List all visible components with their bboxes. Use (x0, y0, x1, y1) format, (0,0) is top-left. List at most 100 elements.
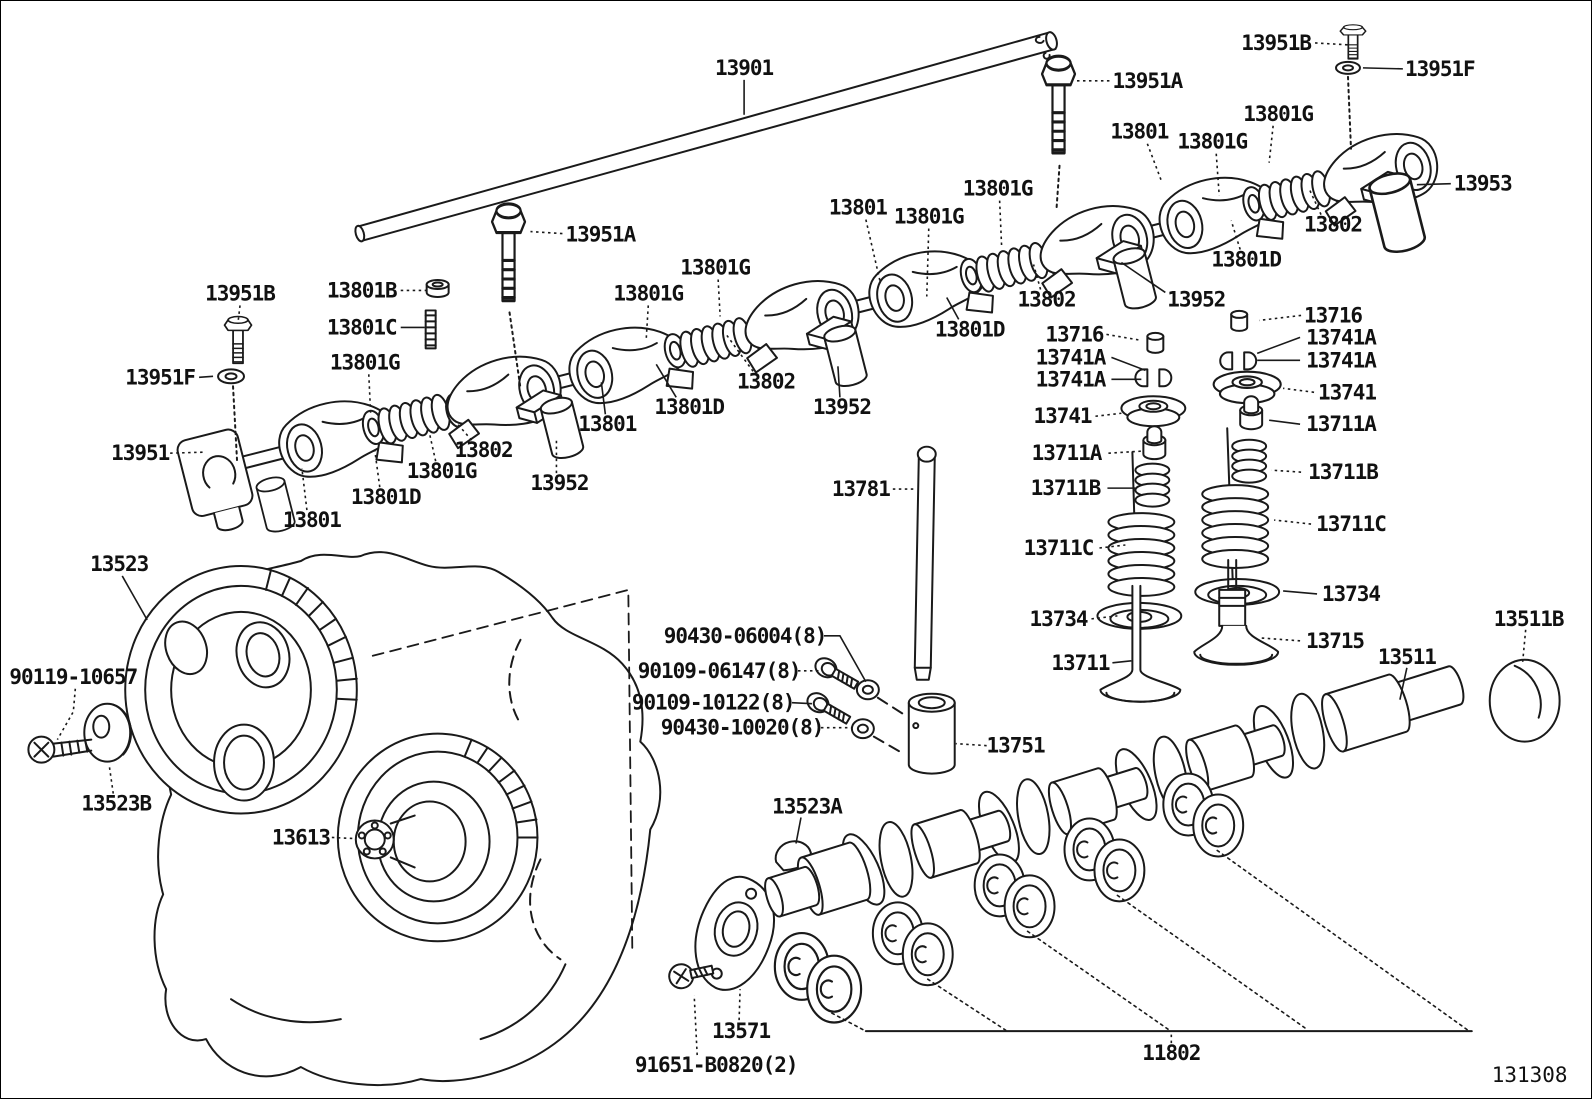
rocker-arm-assembly (174, 122, 1448, 539)
part-label: 13951 (111, 441, 169, 465)
part-label: 13511 (1378, 645, 1436, 669)
leader-line (955, 742, 987, 747)
leader-line (108, 765, 115, 794)
part-label: 13802 (1304, 213, 1362, 237)
timing-gear-13523 (124, 564, 358, 815)
leader-line (530, 230, 563, 235)
leader-line (1308, 188, 1322, 215)
part-label: 13801D (351, 485, 421, 509)
part-label: 13741A (1036, 345, 1107, 369)
leader-line (655, 363, 677, 398)
leader-line (1108, 450, 1142, 454)
leader-line (367, 374, 372, 417)
part-label: 13741A (1306, 325, 1377, 349)
valve-stack-left (1096, 331, 1187, 703)
part-label: 13951B (205, 281, 275, 305)
leader-line (428, 434, 437, 462)
part-label: 13951A (566, 223, 637, 247)
leader-line (1112, 660, 1132, 664)
leader-line (1230, 220, 1241, 250)
bolt-90119-10657 (27, 735, 93, 764)
part-label: 13801 (578, 412, 636, 436)
leader-line (1120, 261, 1166, 294)
part-label: 13711A (1032, 441, 1103, 465)
leader-line (1259, 314, 1302, 322)
part-label: 13801D (654, 395, 724, 419)
part-label: 13523 (90, 552, 148, 576)
cam-end-plug-13511B (1488, 658, 1561, 743)
part-label: 13734 (1322, 582, 1380, 606)
part-label: 13952 (530, 471, 588, 495)
leader-line (1106, 333, 1142, 342)
part-label: 13523B (81, 792, 151, 816)
part-label: 90109-10122(8) (632, 691, 795, 715)
push-rod-13781 (913, 445, 937, 681)
bolt-91651-B0820 (668, 963, 715, 990)
leader-line (1399, 667, 1408, 700)
part-label: 13801G (1243, 102, 1313, 126)
part-label: 13801D (1211, 248, 1281, 272)
leader-line (1268, 125, 1274, 163)
rocker-shaft-rod-13901 (354, 31, 1058, 243)
leader-line (56, 688, 77, 741)
part-label: 13801G (1177, 130, 1247, 154)
part-label: 13734 (1029, 607, 1087, 631)
part-label: 13801G (613, 281, 683, 305)
valve-stack-right (1193, 309, 1282, 666)
leader-line (1215, 153, 1221, 196)
leader-line (693, 995, 698, 1056)
leader-line (452, 417, 473, 441)
leader-line (1256, 336, 1301, 355)
washer-13951F-top (1335, 60, 1361, 75)
part-label: 13801G (330, 350, 400, 374)
leader-line (1111, 356, 1146, 372)
leader-line (1271, 469, 1302, 473)
part-label: 13801C (327, 315, 397, 339)
part-label: 13716 (1304, 303, 1362, 327)
shaft-bolts-group (217, 23, 1367, 462)
part-label: 13953 (1454, 172, 1512, 196)
valve-13715 (1193, 558, 1280, 666)
leader-line (199, 375, 214, 379)
leader-line (1283, 387, 1315, 394)
nut-13801B (425, 278, 450, 298)
part-label: 13711 (1051, 651, 1109, 675)
part-label: 13711C (1024, 536, 1094, 560)
part-label: 13802 (1017, 287, 1075, 311)
part-label: 91651-B0820(2) (635, 1053, 798, 1077)
part-label: 13951A (1113, 69, 1184, 93)
view-boundary-line (371, 589, 634, 951)
leader-line (1416, 182, 1451, 186)
leader-line (823, 635, 867, 683)
leader-line (373, 450, 381, 488)
part-label: 13613 (272, 825, 330, 849)
leader-line (837, 366, 841, 398)
leader-line (1269, 419, 1301, 426)
part-label: 13951B (1241, 31, 1311, 55)
part-label: 13801G (894, 205, 964, 229)
part-label: 90109-06147(8) (638, 659, 801, 683)
leader-line (301, 468, 308, 511)
part-label: 13801G (963, 177, 1033, 201)
part-label: 13901 (715, 56, 773, 80)
leader-line (1259, 637, 1301, 642)
part-label: 90119-10657 (9, 665, 137, 689)
leader-line (600, 382, 607, 415)
cam-gear-and-hub-13613 (336, 732, 539, 943)
leader-line (1274, 519, 1312, 525)
part-label: 13523A (772, 795, 843, 819)
part-label: 13711B (1308, 460, 1378, 484)
bearing-set-11802 (773, 772, 1473, 1033)
leader-line (1521, 629, 1527, 662)
part-label: 13751 (987, 734, 1045, 758)
valve-lifter-13751 (907, 692, 956, 775)
leader-line (121, 575, 148, 621)
part-label: 13802 (455, 438, 513, 462)
washer-13523B (83, 702, 132, 763)
part-label: 13716 (1045, 322, 1103, 346)
part-label: 13801 (829, 196, 887, 220)
leader-line (1283, 590, 1318, 595)
leader-line (946, 297, 960, 320)
part-label: 13781 (832, 477, 890, 501)
